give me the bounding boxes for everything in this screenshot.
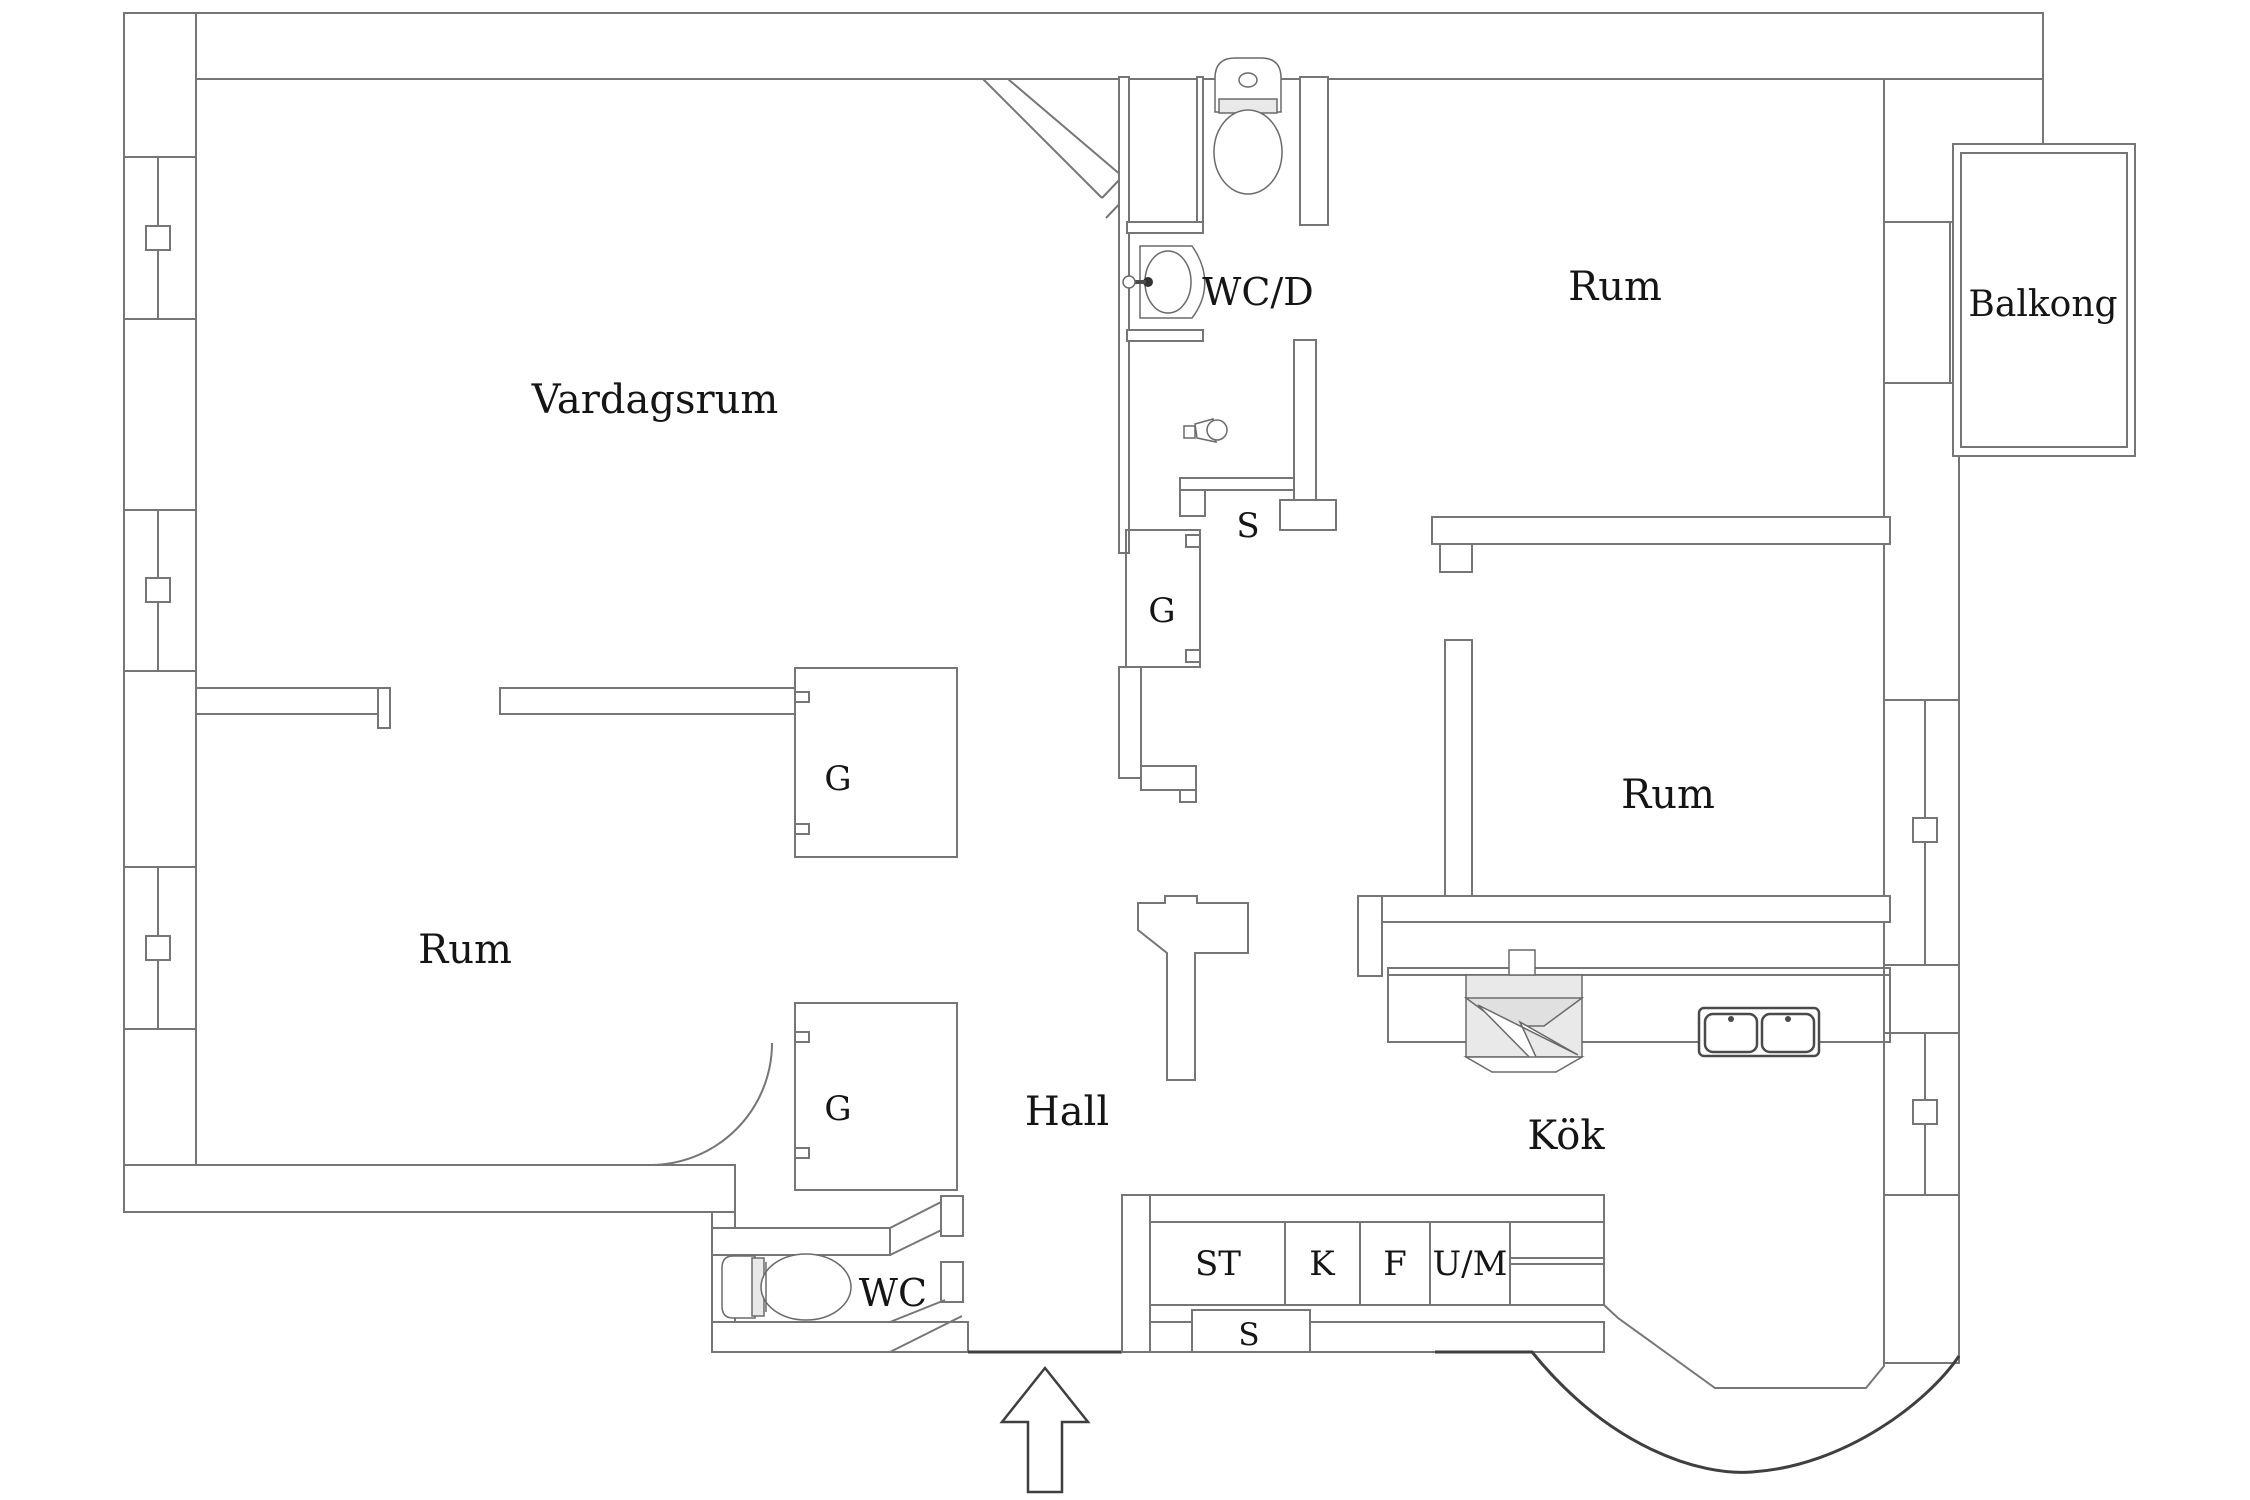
door-swing-arc	[649, 1042, 773, 1166]
window-icon-left-1	[124, 156, 196, 320]
label-wc: WC	[859, 1271, 927, 1315]
shaft-bottom-box	[1191, 1309, 1311, 1353]
wardrobe-upper-left-box	[794, 667, 958, 858]
toilet-icon-bathroom	[1213, 57, 1283, 195]
label-living-room: Vardagsrum	[531, 377, 779, 423]
flue-pillar	[1137, 895, 1249, 1081]
label-wardrobe-upper-left: G	[824, 759, 851, 799]
wardrobe-strip-box	[1125, 529, 1201, 668]
label-freezer: F	[1383, 1244, 1407, 1284]
stove-hood-icon	[1463, 949, 1585, 1073]
windows	[124, 156, 1959, 1196]
entrance-arrow-icon	[999, 1365, 1091, 1494]
interior-walls	[195, 76, 1891, 1353]
label-balcony: Balkong	[1968, 284, 2117, 325]
wardrobe-lower-left-box	[794, 1002, 958, 1191]
label-room-right: Rum	[1621, 772, 1715, 818]
label-shaft-bottom: S	[1238, 1317, 1259, 1353]
diagonal-corner	[982, 78, 1128, 219]
label-cleaning-closet: ST	[1195, 1244, 1241, 1284]
label-shaft-upper: S	[1236, 506, 1259, 546]
window-icon-left-3	[124, 866, 196, 1030]
window-icon-left-2	[124, 509, 196, 672]
window-icon-right-room	[1884, 699, 1959, 966]
label-oven-microwave: U/M	[1433, 1244, 1508, 1284]
label-room-left: Rum	[418, 927, 512, 973]
label-wardrobe-lower-left: G	[824, 1089, 851, 1129]
sink-icon-bathroom	[1122, 245, 1206, 319]
label-hall: Hall	[1025, 1089, 1109, 1135]
label-kitchen: Kök	[1527, 1113, 1605, 1159]
window-icon-right-kitchen	[1884, 1032, 1959, 1196]
label-fridge: K	[1309, 1244, 1335, 1284]
shower-head-icon	[1183, 418, 1228, 443]
label-bathroom: WC/D	[1202, 270, 1313, 314]
toilet-icon-wc	[721, 1253, 852, 1321]
label-room-top-right: Rum	[1568, 264, 1662, 310]
exterior-walls	[123, 12, 2044, 1474]
kitchen-sink-icon	[1697, 1006, 1821, 1058]
balcony-structure	[1952, 143, 2136, 457]
label-wardrobe-strip: G	[1148, 591, 1175, 631]
